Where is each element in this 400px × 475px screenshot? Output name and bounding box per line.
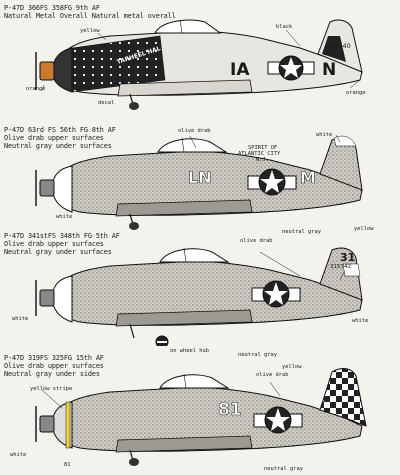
plane-1-canopy [154, 19, 222, 34]
plane-2-nose-name-2: ATLANTIC CITY [238, 151, 281, 157]
plane-4-label-81: 81 [64, 462, 71, 468]
plane-1-label-yellow: yellow [80, 28, 100, 34]
plane-2-illustration [35, 134, 363, 230]
plane-3-code: 31 [340, 251, 356, 264]
plane-1-cowling [51, 47, 73, 93]
plane-2-canopy [157, 138, 228, 153]
plane-4-national-insignia [253, 406, 303, 434]
plane-4-wing [115, 435, 253, 453]
plane-1-illustration [35, 19, 363, 110]
plane-3-serial: 315742 [330, 264, 351, 270]
plane-4-caption-line-1: P-47D 319FS 325FG 15th AF [4, 354, 104, 362]
plane-4-caption-line-2: Olive drab upper surfaces [4, 362, 104, 370]
plane-4-canopy [159, 374, 230, 389]
plane-3-wheel-hub-insignia [155, 335, 169, 346]
plane-2-caption-line-3: Neutral gray under surfaces [4, 142, 112, 150]
plane-1-label-orange-left: orange [26, 86, 46, 92]
plane-3-label-neutral-gray-bottom: neutral gray [238, 352, 277, 358]
plane-2-nose-name-3: N.J. [256, 157, 269, 163]
plane-2-caption: P-47D 63rd FS 56th FG 8th AF Olive drab … [4, 126, 116, 150]
plane-3-national-insignia [251, 280, 301, 308]
plane-1-caption-line-1: P-47D 366FS 358FG 9th AF [4, 4, 100, 12]
plane-3-caption-line-3: Neutral gray under surfaces [4, 248, 112, 256]
plane-4-checkered-tail [319, 368, 367, 427]
plane-4-caption-line-3: Neutral gray under sides [4, 370, 100, 378]
plane-2-national-insignia [247, 168, 297, 196]
plane-2-fuselage [51, 150, 363, 216]
plane-3-label-yellow: yellow [354, 226, 374, 232]
plane-2-nose-name-1: SPIRIT OF [248, 145, 278, 151]
plane-3-wing [115, 309, 253, 327]
plane-3-caption-line-1: P-47D 341stFS 348th FG 5th AF [4, 232, 120, 240]
plane-1-wing [117, 79, 253, 97]
plane-4-illustration [35, 368, 367, 466]
plane-3-label-wheel-hub: on wheel hub [170, 348, 209, 354]
plane-3-tail [319, 247, 363, 301]
plane-1-caption-line-2: Natural Metal Overall Natural metal over… [4, 12, 176, 20]
plane-3-fuselage [51, 260, 363, 326]
plane-2-caption-line-1: P-47D 63rd FS 56th FG 8th AF [4, 126, 116, 134]
plane-2-wing [115, 199, 253, 217]
plane-3-illustration [35, 247, 363, 346]
plane-3-cowling [51, 275, 73, 323]
plane-1-serial: 432240 [326, 42, 351, 50]
plane-3-label-olive-drab: olive drab [240, 238, 273, 244]
plane-3-caption: P-47D 341stFS 348th FG 5th AF Olive drab… [4, 232, 120, 256]
plane-2-label-white-top: white [316, 132, 333, 138]
plane-1-national-insignia [267, 55, 315, 81]
plane-4-label-olive-drab: olive drab [256, 372, 289, 378]
plane-4-label-yellow: yellow [282, 364, 302, 370]
plane-3-label-neutral-gray-top: neutral gray [282, 229, 321, 235]
plane-1-label-decal: decal [98, 100, 115, 106]
plane-1-label-orange-right: orange [346, 90, 366, 96]
plane-4-label-white: white [10, 452, 27, 458]
plane-2-code-m: M [300, 168, 317, 188]
plane-1-caption: P-47D 366FS 358FG 9th AF Natural Metal O… [4, 4, 176, 20]
plane-3-label-white-nose: white [12, 316, 29, 322]
plane-4-caption: P-47D 319FS 325FG 15th AF Olive drab upp… [4, 354, 104, 378]
plane-4-fuselage [51, 386, 363, 452]
plane-1-code-n: N [322, 60, 337, 80]
plane-1-label-black: black [276, 24, 293, 30]
plane-2-label-white-bottom: white [56, 214, 73, 220]
plane-4-label-yellow-stripe: yellow stripe [30, 386, 73, 392]
plane-2-caption-line-2: Olive drab upper surfaces [4, 134, 104, 142]
plane-3-caption-line-2: Olive drab upper surfaces [4, 240, 104, 248]
plane-3-canopy [159, 248, 230, 263]
plane-4-label-neutral-gray: neutral gray [264, 466, 303, 472]
plane-1-code-ia: IA [230, 60, 250, 80]
plane-1-star-panel [71, 35, 166, 93]
plane-3-label-white-tail: white [352, 318, 369, 324]
plane-2-cowling [51, 165, 73, 213]
plane-4-code: 81 [218, 400, 242, 421]
plane-2-code-ln: LN [188, 168, 212, 188]
plane-2-label-olive-drab: olive drab [178, 128, 211, 134]
